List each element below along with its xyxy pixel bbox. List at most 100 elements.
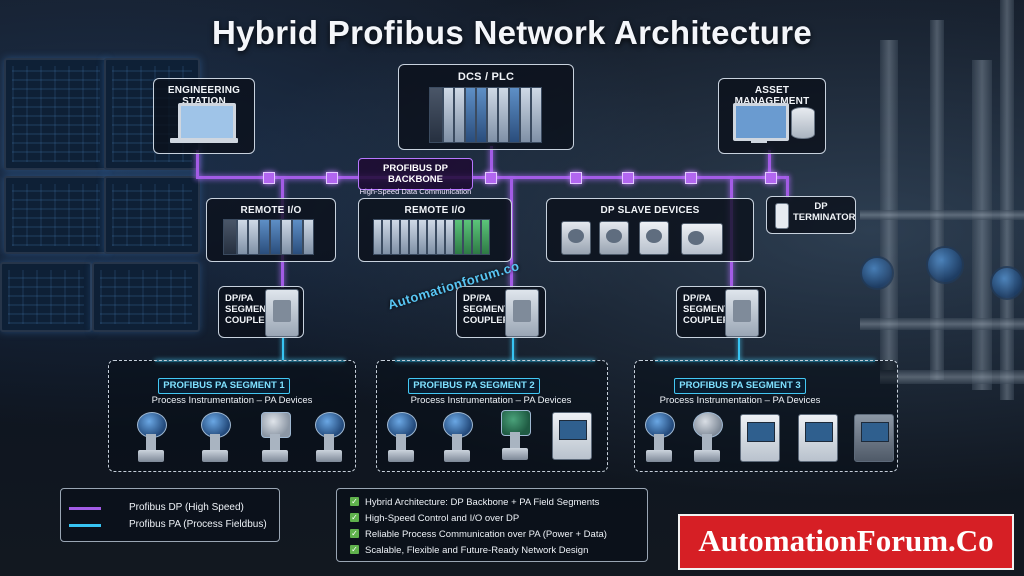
pressure-transmitter-icon[interactable] (198, 412, 232, 464)
pa-segment-1-title: PROFIBUS PA SEGMENT 1 (158, 378, 290, 394)
plc-module (520, 87, 531, 143)
pa-legend-label: Profibus PA (Process Fieldbus) (129, 519, 267, 530)
flow-transmitter-icon[interactable] (690, 412, 724, 464)
pa-legend-swatch (69, 524, 101, 527)
dp-pa-coupler-2-box[interactable]: DP/PA SEGMENT COUPLER (456, 286, 546, 338)
dp-node (622, 172, 634, 184)
dp-legend-swatch (69, 507, 101, 510)
dp-drop-dcs (490, 146, 493, 178)
pressure-transmitter-icon[interactable] (440, 412, 474, 464)
brand-logo[interactable]: AutomationForum.Co (678, 514, 1014, 570)
coupler-3-line1: DP/PA (683, 293, 712, 304)
io-module (400, 219, 409, 255)
laptop-icon (178, 103, 236, 141)
pa-segment-2-title: PROFIBUS PA SEGMENT 2 (408, 378, 540, 394)
io-module (292, 219, 303, 255)
coupler-1-label: DP/PA SEGMENT COUPLER (225, 293, 272, 326)
pipe (930, 20, 944, 380)
io-module (463, 219, 472, 255)
page-title: Hybrid Profibus Network Architecture (211, 14, 812, 51)
remote-io-2-label: REMOTE I/O (404, 205, 466, 216)
pipe (972, 60, 992, 390)
note-item: ✓Reliable Process Communication over PA … (350, 529, 607, 540)
plc-module (465, 87, 476, 143)
plc-module (487, 87, 498, 143)
dp-terminator-box[interactable]: DP TERMINATOR (766, 196, 856, 234)
pressure-transmitter-icon[interactable] (312, 412, 346, 464)
pa-segment-3-subtitle: Process Instrumentation – PA Devices (659, 395, 821, 406)
laptop-base-icon (170, 138, 238, 143)
feature-notes: ✓ Hybrid Architecture: DP Backbone + PA F… (336, 488, 648, 562)
plc-module (443, 87, 454, 143)
dp-slave-devices-label: DP SLAVE DEVICES (600, 205, 700, 216)
check-icon: ✓ (350, 545, 359, 554)
coupler-1-line1: DP/PA (225, 293, 254, 304)
pressure-transmitter-icon[interactable] (642, 412, 676, 464)
io-module (409, 219, 418, 255)
dp-node (765, 172, 777, 184)
io-module (248, 219, 259, 255)
note-text: High-Speed Control and I/O over DP (365, 513, 520, 524)
control-room-monitor (0, 262, 92, 332)
dp-terminator-label: DP TERMINATOR (793, 201, 856, 223)
dcs-plc-label: DCS / PLC (457, 71, 515, 83)
analyzer-panel-icon[interactable] (798, 414, 838, 462)
pressure-transmitter-icon[interactable] (384, 412, 418, 464)
segment-coupler-device (265, 289, 299, 337)
io-module (445, 219, 454, 255)
io-module (382, 219, 391, 255)
asset-management-box[interactable]: ASSET MANAGEMENT (718, 78, 826, 154)
legend: Profibus DP (High Speed) Profibus PA (Pr… (60, 488, 280, 542)
dp-backbone-label: PROFIBUS DP BACKBONE (383, 163, 448, 185)
analyzer-panel-icon[interactable] (854, 414, 894, 462)
dp-slave-device (561, 221, 591, 255)
dp-node (485, 172, 497, 184)
coupler-2-line3: COUPLER (463, 315, 510, 326)
note-text: Scalable, Flexible and Future-Ready Netw… (365, 545, 589, 556)
io-module (259, 219, 270, 255)
pa-riser-3 (738, 336, 740, 362)
plc-module (509, 87, 520, 143)
check-icon: ✓ (350, 497, 359, 506)
dp-backbone-sublabel: High-Speed Data Communication (359, 187, 472, 196)
analyzer-panel-icon[interactable] (740, 414, 780, 462)
dp-slave-device (599, 221, 629, 255)
plc-module (454, 87, 465, 143)
io-module (391, 219, 400, 255)
dcs-plc-box[interactable]: DCS / PLC (398, 64, 574, 150)
io-module (481, 219, 490, 255)
note-text: Hybrid Architecture: DP Backbone + PA Fi… (365, 497, 600, 508)
analyzer-panel-icon[interactable] (552, 412, 592, 460)
pressure-transmitter-icon[interactable] (134, 412, 168, 464)
engineering-station-label: ENGINEERING STATION (167, 85, 241, 107)
plc-module (476, 87, 487, 143)
control-valve-icon[interactable] (498, 410, 532, 462)
control-valve-icon[interactable] (258, 412, 292, 464)
pipe (1000, 0, 1014, 400)
plc-module (498, 87, 509, 143)
control-room-monitor (4, 58, 108, 170)
remote-io-2-box[interactable]: REMOTE I/O (358, 198, 512, 262)
segment-coupler-device (505, 289, 539, 337)
coupler-1-line2: SEGMENT (225, 304, 272, 315)
coupler-2-label: DP/PA SEGMENT COUPLER (463, 293, 510, 326)
dp-slave-device (681, 223, 723, 255)
dp-pa-coupler-3-box[interactable]: DP/PA SEGMENT COUPLER (676, 286, 766, 338)
monitor-stand-icon (751, 139, 767, 143)
pa-segment-2-subtitle: Process Instrumentation – PA Devices (410, 395, 572, 406)
io-module (373, 219, 382, 255)
field-transmitter-bg (926, 246, 964, 284)
dp-slave-devices-box[interactable]: DP SLAVE DEVICES (546, 198, 754, 262)
dp-drop-asset (768, 150, 771, 178)
asset-management-label: ASSET MANAGEMENT (734, 85, 810, 107)
dp-backbone-label-box: PROFIBUS DP BACKBONE High-Speed Data Com… (358, 158, 473, 196)
remote-io-1-box[interactable]: REMOTE I/O (206, 198, 336, 262)
dp-slave-device (639, 221, 669, 255)
segment-coupler-device (725, 289, 759, 337)
remote-io-1-label: REMOTE I/O (240, 205, 302, 216)
plc-module (429, 87, 443, 143)
monitor-icon (733, 103, 789, 141)
control-room-monitor (4, 176, 108, 254)
engineering-station-box[interactable]: ENGINEERING STATION (153, 78, 255, 154)
dp-pa-coupler-1-box[interactable]: DP/PA SEGMENT COUPLER (218, 286, 304, 338)
